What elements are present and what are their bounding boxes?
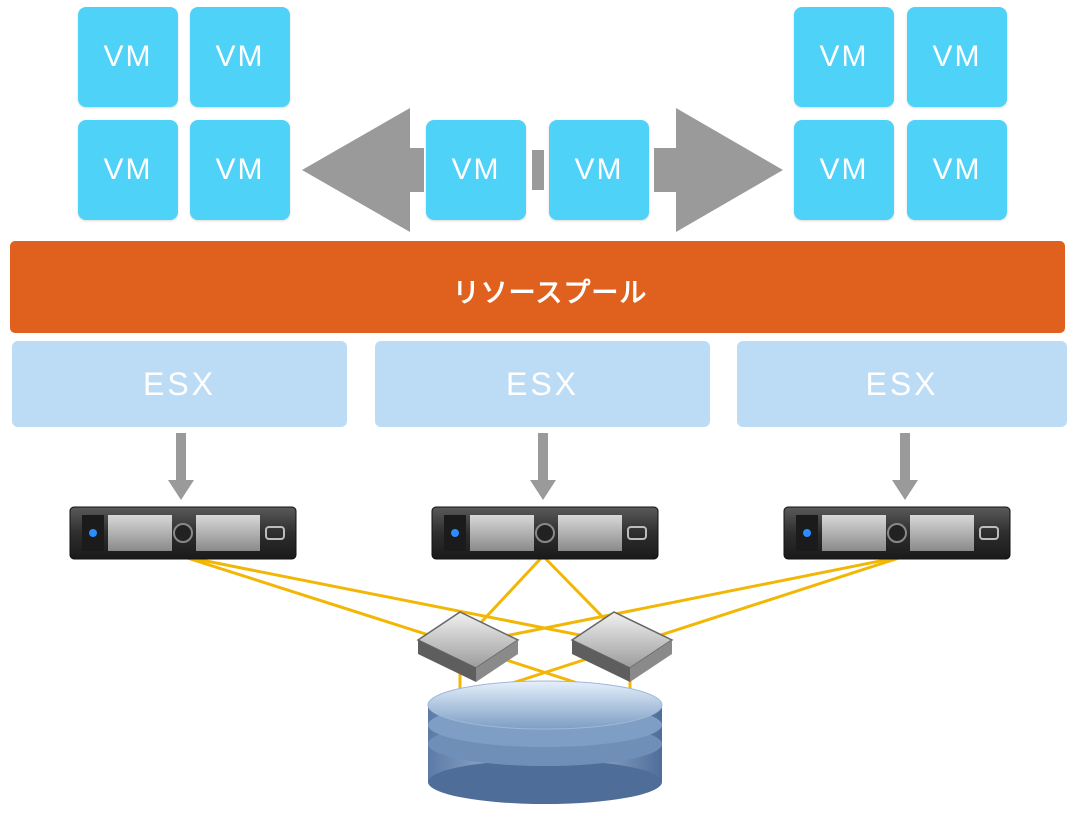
vm-tile-migrating: VM: [549, 120, 649, 220]
vm-tile: VM: [78, 120, 178, 220]
vm-link-connector: [532, 150, 544, 190]
physical-server-icon: [431, 506, 659, 560]
resource-pool-label: リソースプール: [452, 278, 648, 308]
migrate-right-arrow: [654, 108, 783, 232]
esx-host: ESX: [12, 341, 347, 427]
vm-tile: VM: [907, 120, 1007, 220]
physical-server-icon: [783, 506, 1011, 560]
esx-to-server-arrow: [168, 433, 194, 500]
vm-tile: VM: [794, 120, 894, 220]
vm-tile: VM: [190, 120, 290, 220]
vm-tile-migrating: VM: [426, 120, 526, 220]
vm-tile: VM: [190, 7, 290, 107]
san-switch-icon: [570, 611, 674, 682]
physical-server-icon: [69, 506, 297, 560]
esx-host: ESX: [375, 341, 710, 427]
migrate-left-arrow: [302, 108, 424, 232]
san-switch-icon: [416, 611, 520, 682]
esx-to-server-arrow: [892, 433, 918, 500]
esx-host: ESX: [737, 341, 1067, 427]
vm-tile: VM: [794, 7, 894, 107]
san-links: [180, 554, 906, 702]
vm-tile: VM: [78, 7, 178, 107]
resource-pool-bar: [10, 241, 1065, 333]
storage-array-icon: [427, 680, 663, 804]
esx-to-server-arrow: [530, 433, 556, 500]
vm-tile: VM: [907, 7, 1007, 107]
